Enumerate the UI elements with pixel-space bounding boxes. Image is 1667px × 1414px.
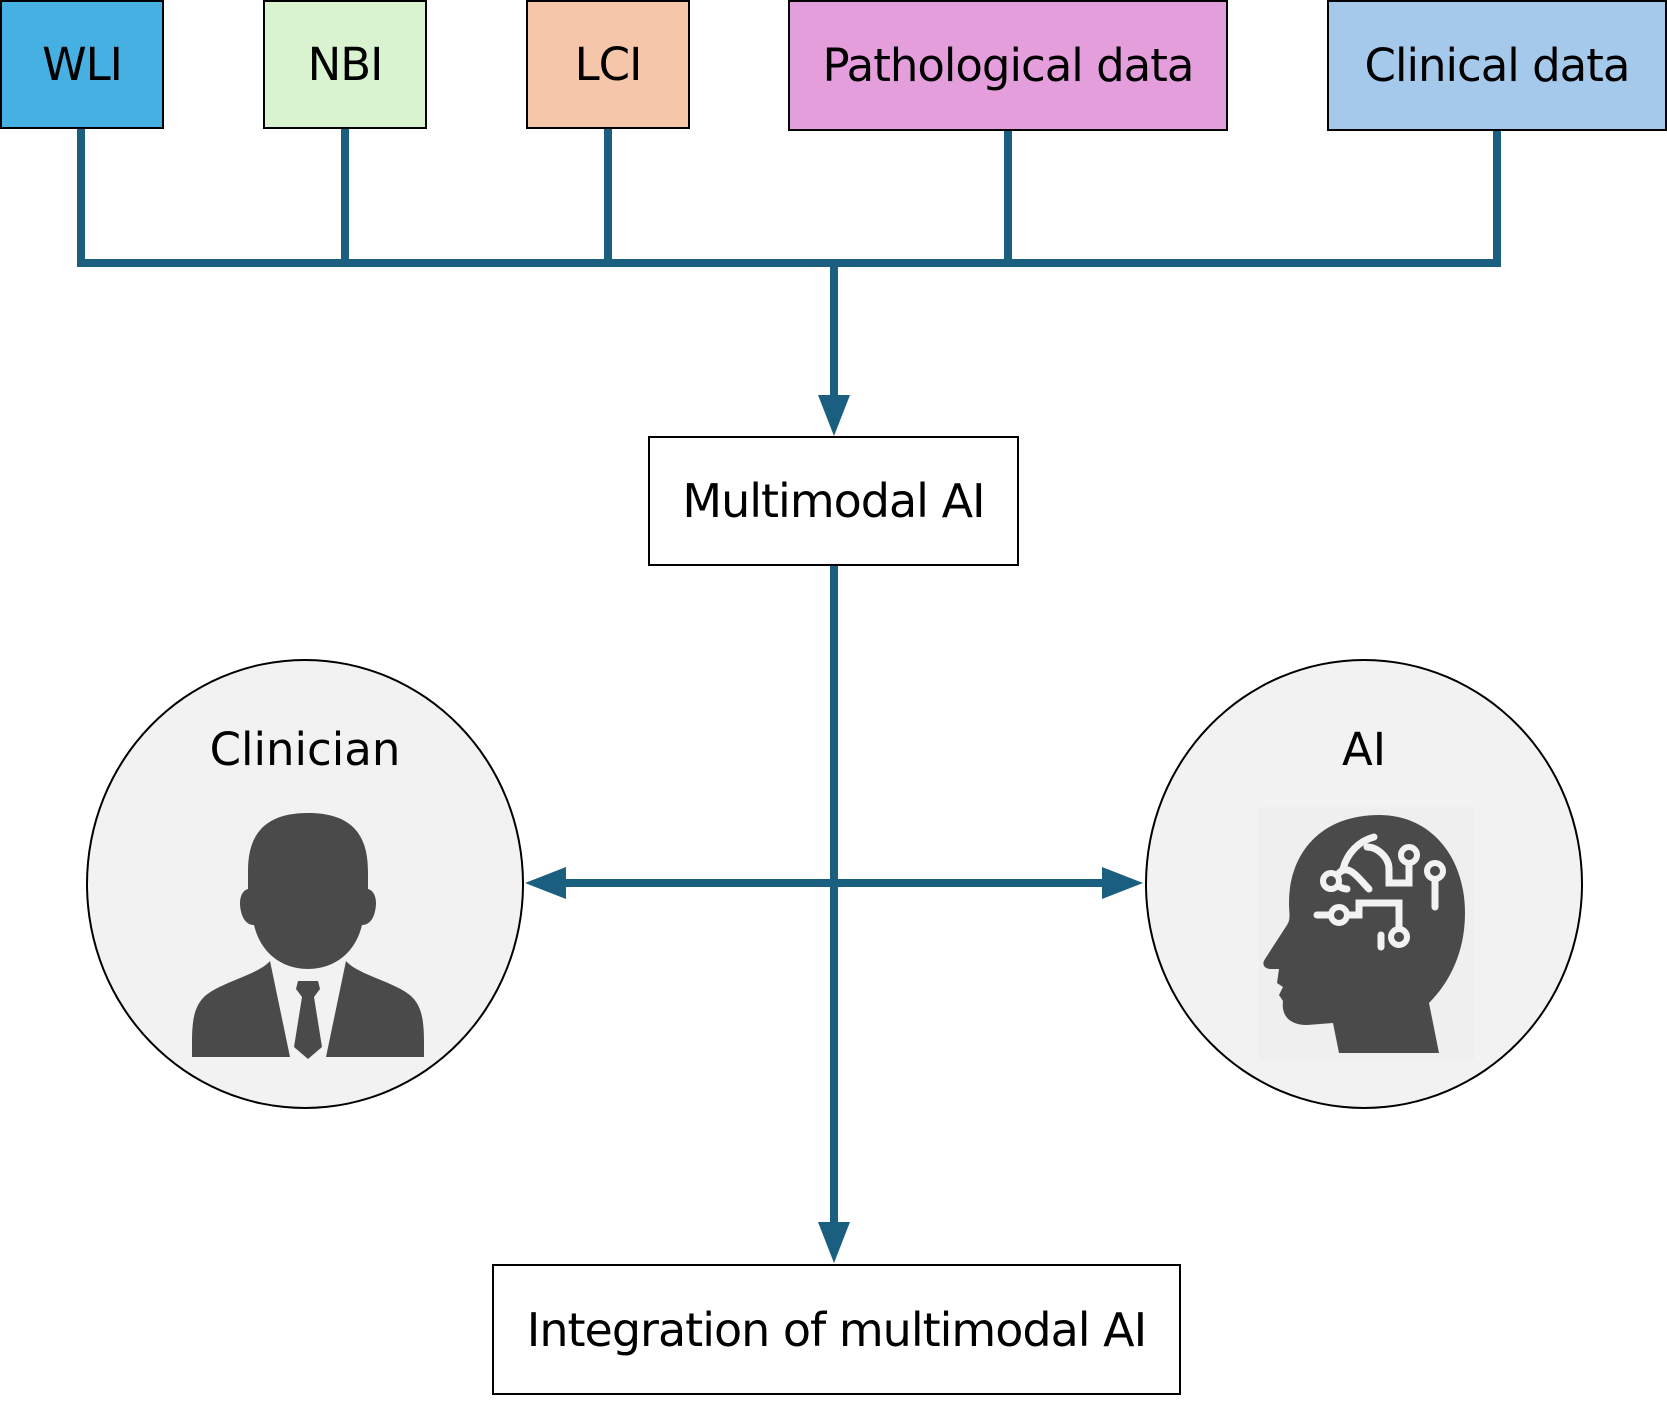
integration-output-box: Integration of multimodal AI (492, 1264, 1181, 1395)
ai-circle: AI (1145, 659, 1583, 1109)
input-lci-label: LCI (574, 38, 643, 91)
input-nbi-label: NBI (307, 38, 384, 91)
ai-label: AI (1341, 723, 1387, 776)
multimodal-ai-label: Multimodal AI (682, 474, 985, 528)
input-clinical-data-label: Clinical data (1364, 39, 1631, 92)
input-clinical-data: Clinical data (1327, 0, 1667, 131)
person-in-suit-icon (192, 813, 424, 1059)
input-wli-label: WLI (42, 38, 123, 91)
input-pathological-data: Pathological data (788, 0, 1228, 131)
input-wli: WLI (0, 0, 164, 129)
arrowhead-to-ai (1102, 867, 1143, 899)
clinician-circle: Clinician (86, 659, 524, 1109)
arrowhead-to-hub (818, 395, 850, 436)
ai-head-circuit-icon (1259, 807, 1475, 1059)
arrowhead-to-output (818, 1222, 850, 1263)
integration-output-label: Integration of multimodal AI (526, 1302, 1147, 1357)
input-pathological-data-label: Pathological data (822, 39, 1195, 92)
arrowhead-to-clinician (525, 867, 566, 899)
clinician-label: Clinician (209, 723, 401, 776)
input-nbi: NBI (263, 0, 427, 129)
input-lci: LCI (526, 0, 690, 129)
multimodal-ai-box: Multimodal AI (648, 436, 1019, 566)
